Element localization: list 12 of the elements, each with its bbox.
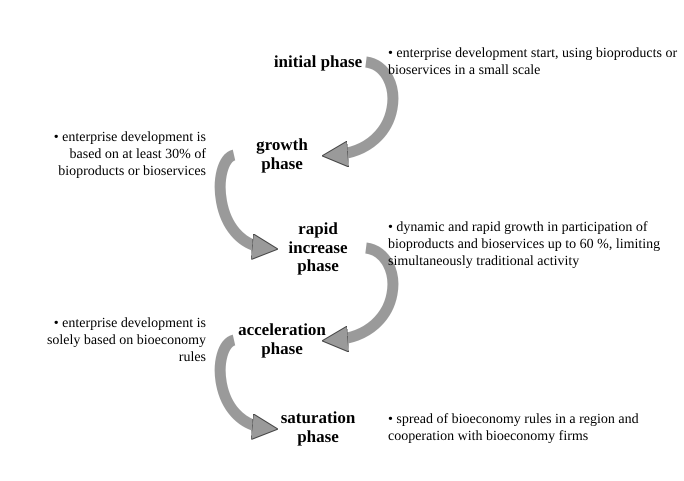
curved-arrow (214, 335, 278, 438)
bullet-text: • enterprise development is solely based on bioeconomy rules (46, 316, 206, 366)
bullet-text: • dynamic and rapid growth in participation of bioproducts and bioservices up to 60 %, limiting simultaneously traditional activity (388, 220, 662, 270)
phase-label: growth phase (237, 123, 327, 187)
phase-label: rapid increase phase (273, 216, 363, 280)
phase-label: saturation phase (273, 396, 363, 460)
bullet-text: • enterprise development is based on at least 30% of bioproducts or bioservices (52, 130, 206, 180)
curved-arrow (214, 150, 278, 258)
bullet-text: • enterprise development start, using bioproducts or bioservices in a small scale (388, 46, 678, 80)
bullet-text: • spread of bioeconomy rules in a region and cooperation with bioeconomy firms (388, 412, 640, 446)
phase-label: acceleration phase (237, 308, 327, 372)
phase-label: initial phase (273, 30, 363, 94)
